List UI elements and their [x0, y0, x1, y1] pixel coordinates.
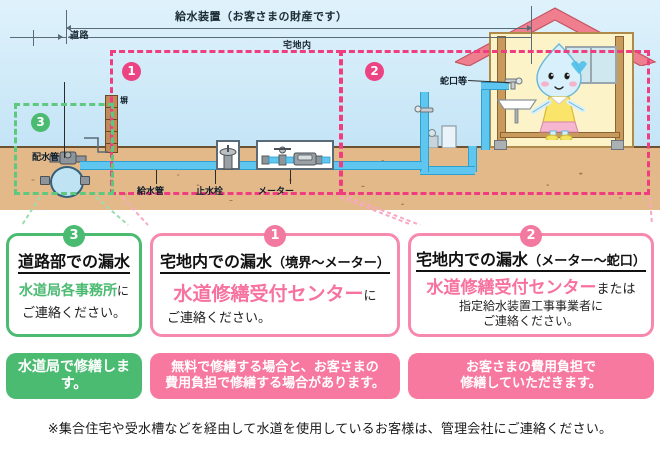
result-text-site-faucet-line1: お客さまの費用負担で: [465, 359, 596, 375]
callout-sub-1: ご連絡ください。: [167, 311, 272, 327]
callout-box-road-leak[interactable]: 3 道路部での漏水 水道局各事務所に ご連絡ください。: [6, 225, 142, 337]
indoor-riser-pipe: [481, 82, 490, 150]
callout-box-site-leak-meter[interactable]: 1 宅地内での漏水（境界～メーター） 水道修繕受付センターに ご連絡ください。: [150, 225, 400, 337]
callout-connectors: [21, 196, 653, 226]
road-curb-icon: [84, 137, 108, 153]
part-label-service-pipe: 給水管: [137, 187, 165, 197]
callout-accent-tail-1: に: [363, 289, 377, 305]
house-footing-left: [494, 140, 507, 150]
zone-3-road-section: [14, 103, 114, 195]
dimension-tick-supply-right: [531, 6, 532, 64]
part-label-fence: 塀: [120, 96, 128, 105]
callout-badge-1: 1: [264, 225, 286, 247]
house-drop-pipe: [468, 146, 477, 172]
sink-icon: [496, 99, 538, 124]
dimension-tick-road: [33, 30, 34, 46]
part-label-stop-valve: 止水栓: [196, 187, 224, 197]
outdoor-faucet-icon: [414, 105, 434, 113]
stop-valve-icon: [219, 145, 237, 170]
dimension-arrow-left-supply: [66, 25, 71, 31]
dimension-arrow-right-site: [58, 34, 63, 40]
result-box-site-meter: 無料で修繕する場合と、お客さまの 費用負担で修繕する場合があります。: [150, 353, 400, 399]
callout-box-site-leak-faucet[interactable]: 2 宅地内での漏水（メーター～蛇口） 水道修繕受付センターまたは 指定給水装置工…: [408, 225, 654, 337]
result-box-site-faucet: お客さまの費用負担で 修繕していただきます。: [408, 353, 654, 399]
water-supply-diagram: 給水装置（お客さまの財産です） 道路 宅地内 1 2 3 配水管 給水管 止水栓…: [0, 0, 660, 210]
callout-sub-3: ご連絡ください。: [21, 306, 126, 322]
callout-sub2-2: ご連絡ください。: [482, 314, 579, 329]
result-text-site-meter-line1: 無料で修繕する場合と、お客さまの: [171, 359, 379, 375]
zone-2-meter-to-faucet: [340, 50, 650, 195]
dimension-label-road: 道路: [70, 31, 90, 41]
zone-badge-1: 1: [122, 62, 141, 81]
saddle-tap-icon: [49, 151, 87, 165]
dimension-label-supply-equipment: 給水装置（お客さまの財産です）: [175, 10, 348, 23]
callout-badge-2: 2: [520, 225, 542, 247]
house-riser-from-ground: [420, 92, 429, 172]
service-pipe-leader: [156, 170, 157, 184]
callout-accent-2: 水道修繕受付センター: [426, 278, 597, 299]
footnote-text: ※集合住宅や受水槽などを経由して水道を使用しているお客様は、管理会社にご連絡くだ…: [47, 422, 613, 437]
result-text-site-meter-line2: 費用負担で修繕する場合があります。: [165, 376, 385, 391]
water-meter-icon: [261, 146, 331, 166]
callout-accent-tail-2: または: [596, 282, 636, 298]
callout-title-main-2: 宅地内での漏水: [415, 250, 528, 269]
house-footing-right: [611, 140, 624, 150]
callout-accent-3: 水道局各事務所: [18, 283, 117, 300]
house-roof-icon: [455, 7, 657, 66]
house-service-pipe-horizontal: [420, 166, 475, 175]
callout-title-2: 宅地内での漏水（メーター～蛇口）: [415, 250, 646, 273]
callout-badge-3: 3: [63, 225, 85, 247]
callout-title-3: 道路部での漏水: [17, 252, 130, 275]
part-label-meter: メーター: [258, 187, 295, 197]
callout-title-main-1: 宅地内での漏水: [159, 252, 272, 271]
part-label-distribution-pipe: 配水管: [32, 153, 60, 163]
callout-sub-2: 指定給水装置工事事業者に: [458, 298, 603, 313]
callout-accent-tail-3: に: [116, 284, 129, 299]
callout-accent-1: 水道修繕受付センター: [173, 283, 364, 306]
dimension-label-site: 宅地内: [283, 41, 312, 51]
service-pipe-run-2: [238, 161, 262, 170]
dimension-arrow-right-supply: [527, 25, 532, 31]
distribution-pipe-leader: [64, 82, 65, 158]
part-label-faucet: 蛇口等: [440, 77, 468, 87]
dimension-arrow-left-site: [68, 34, 73, 40]
result-box-road: 水道局で修繕します。: [6, 353, 142, 399]
indoor-faucet-pipe: [481, 82, 509, 90]
result-text-site-faucet-line2: 修繕していただきます。: [460, 376, 602, 391]
meter-leader: [290, 170, 291, 184]
zone-badge-2: 2: [365, 62, 384, 81]
callout-title-paren-2: （メーター～蛇口）: [528, 254, 646, 269]
dimension-line-supply-equipment: [66, 28, 532, 29]
water-heater-icon: [425, 125, 457, 148]
main-flange-right: [80, 176, 90, 185]
stop-valve-leader: [215, 170, 216, 184]
result-text-road: 水道局で修繕します。: [18, 358, 130, 393]
dimension-tick-supply-left: [66, 10, 67, 44]
main-flange-left: [40, 176, 50, 185]
dimension-line-site: [68, 37, 532, 38]
service-pipe-run-3: [330, 161, 422, 170]
service-pipe-run: [80, 161, 222, 170]
house-window-bar: [590, 46, 592, 84]
callout-title-1: 宅地内での漏水（境界～メーター）: [159, 252, 390, 275]
callout-title-paren-1: （境界～メーター）: [272, 256, 390, 271]
mascot-character-icon: [530, 43, 587, 140]
dimension-line-road-site: [10, 37, 66, 38]
zone-1-boundary-to-meter: [110, 50, 342, 195]
zone-badge-3: 3: [31, 113, 50, 132]
